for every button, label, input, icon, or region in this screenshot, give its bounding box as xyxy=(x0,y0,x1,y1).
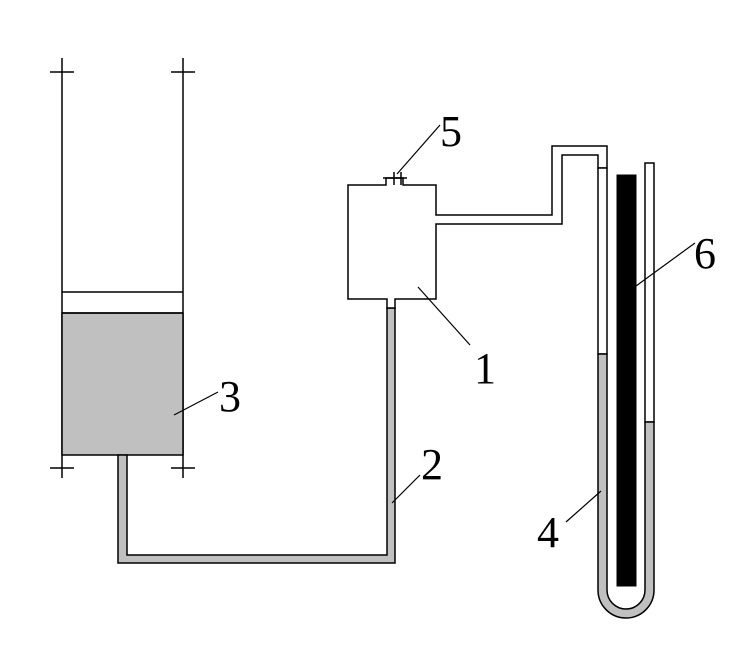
leader-scale xyxy=(635,242,696,287)
label-flask: 1 xyxy=(474,344,496,393)
flask-vessel xyxy=(347,145,608,309)
u-tube-liquid xyxy=(597,353,655,619)
leader-u-tube xyxy=(565,490,602,523)
leader-flask xyxy=(417,286,471,346)
u-tube-left-arm-gas xyxy=(597,167,608,355)
stopcock xyxy=(383,172,407,185)
scale-bar xyxy=(616,174,637,587)
leader-reservoir xyxy=(173,391,219,416)
leader-stopcock xyxy=(396,124,441,175)
label-u-tube: 4 xyxy=(537,508,559,557)
leader-tube xyxy=(391,474,421,504)
leader-lines xyxy=(173,124,696,523)
label-stopcock: 5 xyxy=(440,107,462,156)
reservoir-liquid xyxy=(61,312,184,456)
label-scale: 6 xyxy=(694,229,716,278)
label-reservoir: 3 xyxy=(219,372,241,421)
label-tube: 2 xyxy=(421,440,443,489)
u-tube-right-arm-open xyxy=(644,162,655,423)
